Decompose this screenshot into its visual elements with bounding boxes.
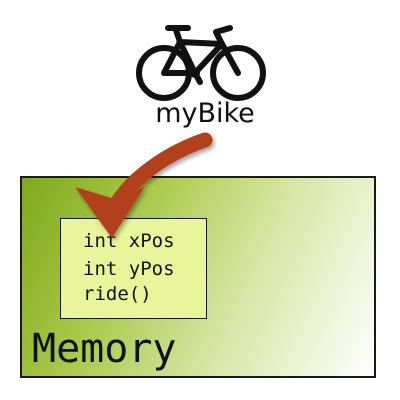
field-ypos: int yPos bbox=[83, 258, 175, 280]
bicycle-icon bbox=[136, 25, 266, 101]
method-ride: ride() bbox=[83, 283, 152, 305]
object-instance-box bbox=[60, 218, 207, 319]
memory-label: Memory bbox=[32, 326, 177, 372]
field-xpos: int xPos bbox=[83, 230, 175, 252]
object-name-label: myBike bbox=[155, 98, 255, 129]
